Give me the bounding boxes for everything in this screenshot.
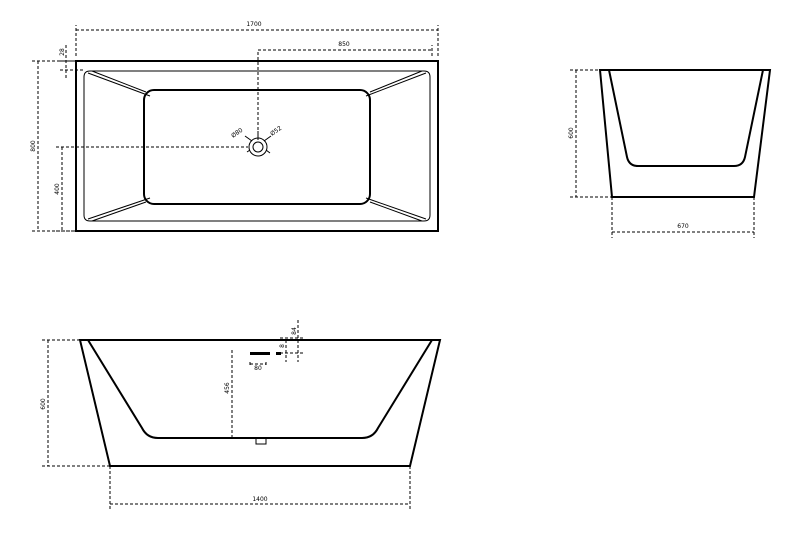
overflow-small-label: 8	[279, 344, 286, 348]
side-view-inner-basin	[87, 339, 433, 439]
drain-leaders	[244, 131, 272, 154]
end-view-height-label: 600	[568, 127, 575, 139]
end-view-base-dimension	[611, 197, 755, 238]
overflow-height-label: 84	[291, 327, 298, 335]
top-view-width-label: 800	[30, 140, 37, 152]
overflow-icon	[250, 352, 270, 355]
drain-from-side-label: 400	[54, 183, 61, 195]
top-view-inner-rim	[83, 70, 431, 222]
side-view-height-dimension	[42, 339, 110, 467]
top-view-length-dimension	[75, 25, 439, 56]
drain-offset-dimension	[257, 45, 433, 140]
top-view: Ø80 Ø52 1700 850 28 800 400	[30, 21, 439, 232]
drain-inner-diameter-label: Ø52	[269, 125, 283, 138]
drain-outer-diameter-label: Ø80	[230, 127, 244, 140]
top-view-width-dimension	[32, 60, 76, 232]
side-view-inner-depth-label: 456	[224, 382, 231, 394]
overflow-outlet-icon	[276, 352, 281, 355]
drain-inner-icon	[252, 141, 264, 153]
top-view-length-label: 1700	[246, 21, 261, 28]
side-view-drain-outlet	[255, 438, 267, 445]
top-view-outer-rim	[75, 60, 439, 232]
rim-label: 28	[59, 48, 66, 56]
drain-from-side-dimension	[56, 146, 248, 232]
overflow-dimension	[231, 320, 305, 438]
side-view-base-dimension	[109, 466, 411, 510]
side-view: 456 80 84 8 600 1400	[40, 320, 442, 510]
side-view-height-label: 600	[40, 398, 47, 410]
end-view: 600 670	[568, 69, 772, 238]
end-view-height-dimension	[570, 69, 612, 198]
end-view-base-label: 670	[677, 223, 689, 230]
end-view-inner-basin	[608, 69, 764, 167]
end-view-outline	[598, 69, 772, 198]
overflow-width-label: 80	[254, 365, 262, 372]
side-view-outline	[78, 339, 442, 467]
top-view-slope-lines	[87, 70, 427, 222]
side-view-base-label: 1400	[252, 496, 267, 503]
drain-offset-label: 850	[338, 41, 350, 48]
